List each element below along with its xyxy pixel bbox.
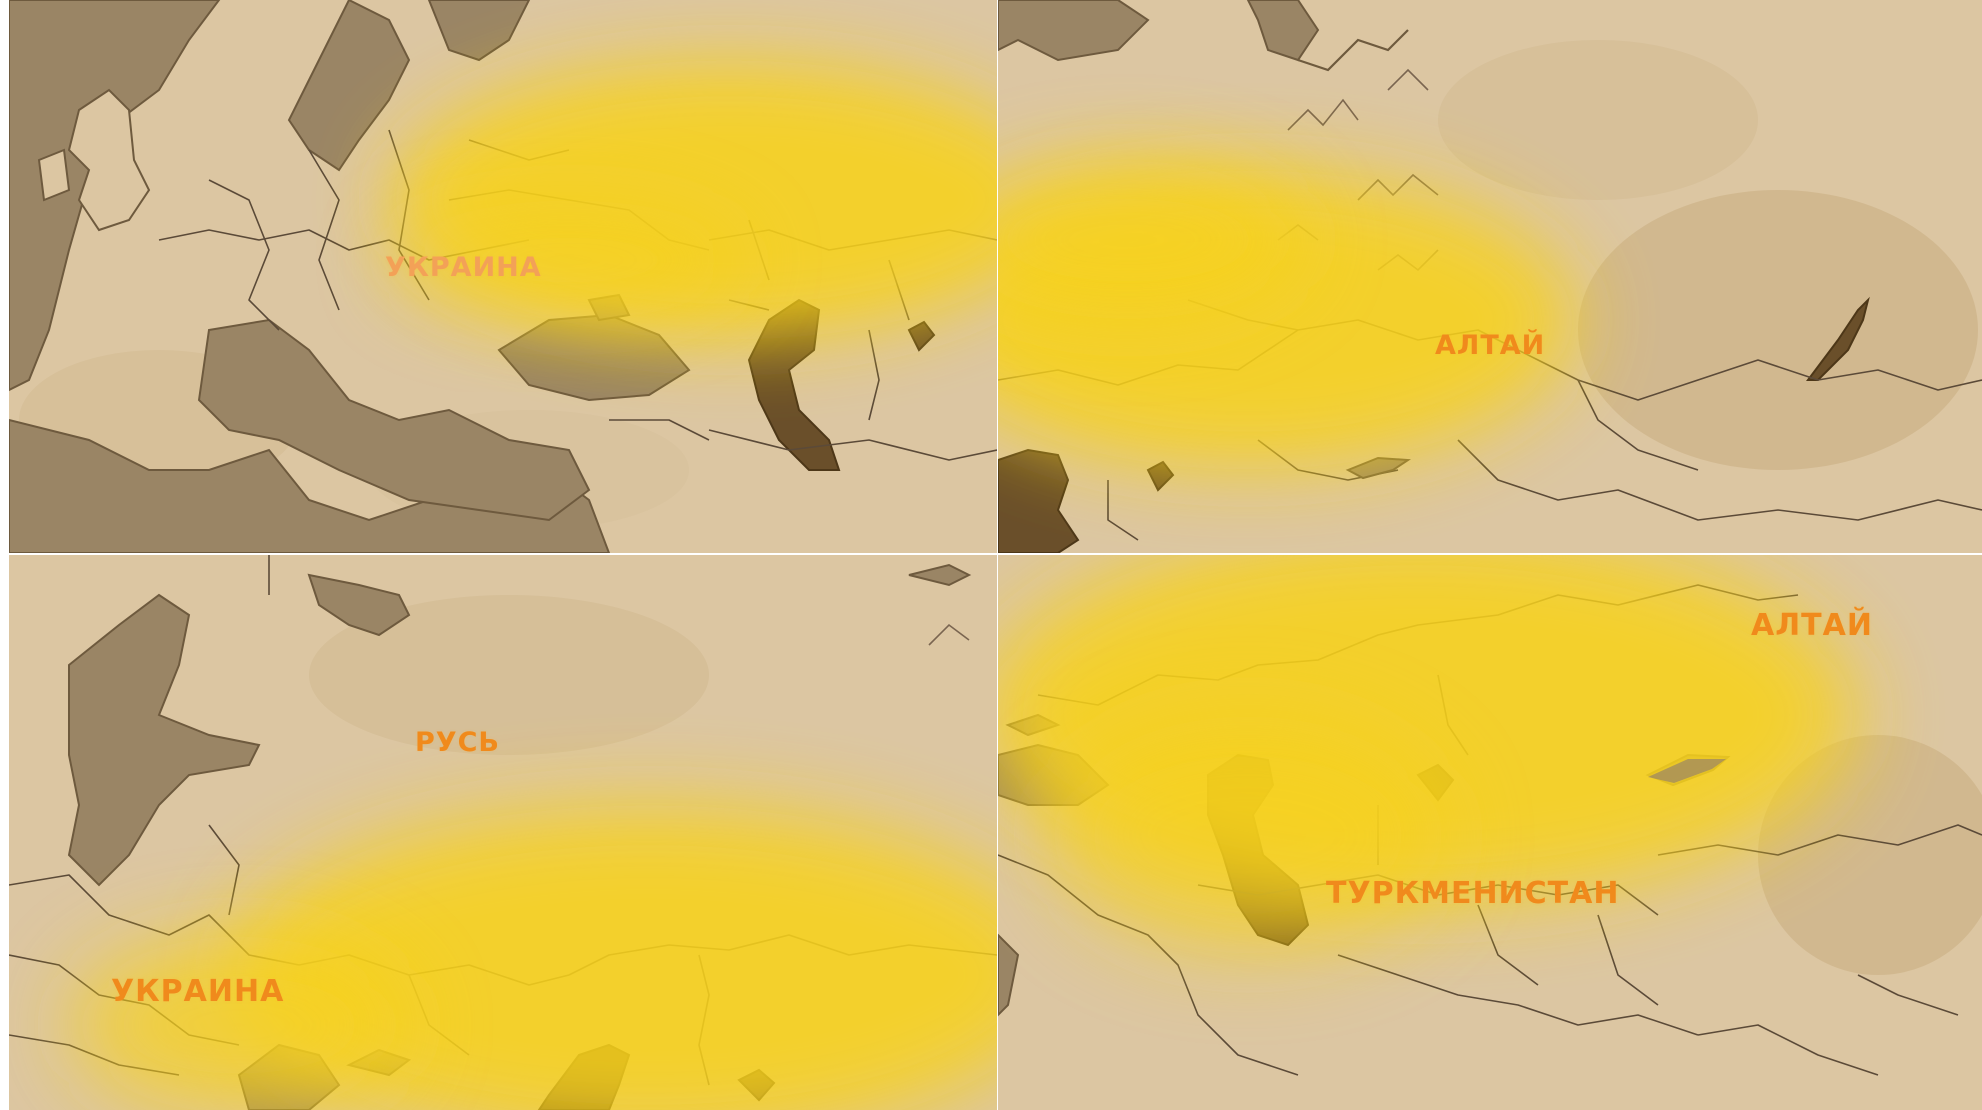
label-altai: АЛТАЙ bbox=[1751, 608, 1873, 643]
map-panel-bottom-right: АЛТАЙ ТУРКМЕНИСТАН bbox=[998, 555, 1982, 1110]
label-altai: АЛТАЙ bbox=[1435, 330, 1546, 361]
central-asia-map bbox=[998, 0, 1982, 553]
label-ukraine: УКРАИНА bbox=[385, 252, 542, 283]
eastern-europe-map bbox=[9, 555, 997, 1110]
map-panel-top-right: АЛТАЙ bbox=[998, 0, 1982, 553]
map-panel-top-left: УКРАИНА bbox=[9, 0, 997, 553]
europe-map bbox=[9, 0, 997, 553]
kazakhstan-map bbox=[998, 555, 1982, 1110]
map-panel-bottom-left: РУСЬ УКРАИНА bbox=[9, 555, 997, 1110]
label-ukraine: УКРАИНА bbox=[111, 974, 285, 1009]
label-rus: РУСЬ bbox=[415, 727, 500, 758]
map-collage: УКРАИНА bbox=[9, 0, 1982, 1110]
label-turkmenistan: ТУРКМЕНИСТАН bbox=[1326, 876, 1620, 911]
